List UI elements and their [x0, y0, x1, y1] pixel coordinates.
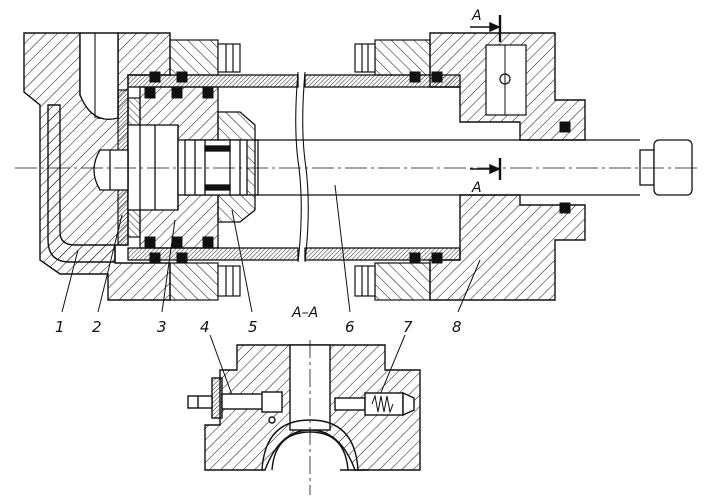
leader-lines — [61, 184, 481, 396]
right-seals — [409, 71, 571, 264]
piston-seals — [144, 71, 214, 264]
section-marker-top — [470, 15, 502, 42]
callout-4: 4 — [200, 318, 210, 336]
callout-3: 3 — [157, 318, 167, 336]
callout-2: 2 — [92, 318, 102, 336]
section-view — [187, 340, 421, 495]
section-marker-bottom — [470, 158, 502, 180]
section-marker-label-top: A — [471, 8, 482, 24]
callout-8: 8 — [452, 318, 462, 336]
callout-1: 1 — [55, 318, 65, 336]
bottom-margin — [0, 497, 707, 502]
section-title: A–A — [291, 305, 318, 321]
callout-7: 7 — [403, 318, 413, 336]
left-flange — [169, 39, 241, 301]
section-marker-label-bottom: A — [471, 180, 482, 196]
piston-nut — [184, 111, 256, 223]
right-flange — [354, 39, 431, 301]
right-body-part — [429, 32, 586, 301]
rod-left-stub — [93, 140, 129, 200]
callout-5: 5 — [248, 318, 258, 336]
callout-6: 6 — [345, 318, 355, 336]
